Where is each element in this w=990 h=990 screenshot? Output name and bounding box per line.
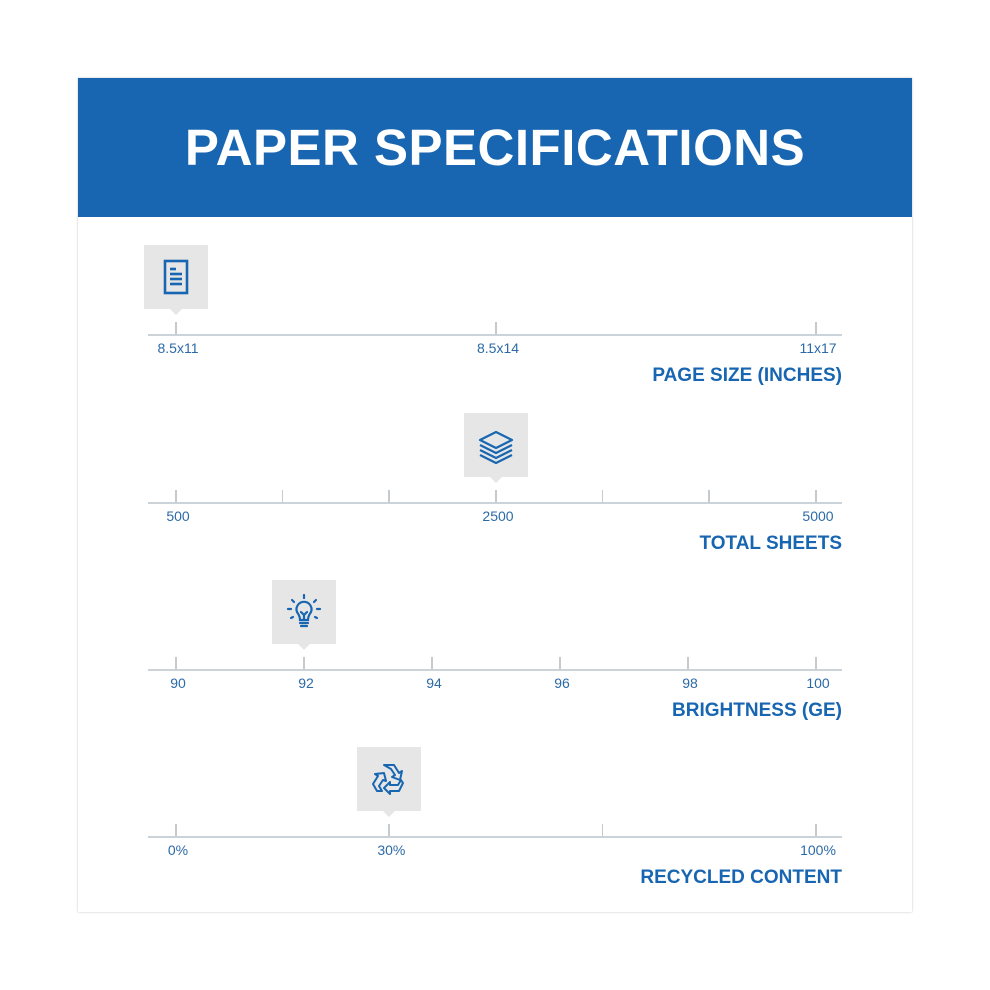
axis-tick: [708, 490, 710, 502]
page-title: PAPER SPECIFICATIONS: [184, 119, 806, 176]
scale-title: PAGE SIZE (INCHES): [652, 365, 842, 386]
scale-title: RECYCLED CONTENT: [640, 867, 842, 888]
tick-label: 98: [682, 675, 698, 691]
axis-tick: [281, 490, 284, 502]
axis-tick: [687, 657, 689, 669]
axis-tick: [175, 490, 177, 502]
spec-card: PAPER SPECIFICATIONS: [78, 78, 912, 912]
header-banner: PAPER SPECIFICATIONS: [78, 78, 912, 217]
scale-title: BRIGHTNESS (GE): [672, 700, 842, 721]
axis-tick: [559, 657, 561, 669]
axis-tick: [815, 824, 817, 836]
axis-tick: [601, 824, 604, 836]
tick-label: 8.5x11: [157, 340, 199, 356]
tick-label: 8.5x14: [476, 340, 520, 356]
tick-label: 5000: [802, 508, 834, 524]
selected-marker: [357, 747, 422, 817]
axis-line: [148, 836, 842, 838]
paper-stack-icon: [476, 425, 516, 465]
axis-tick: [601, 490, 604, 502]
axis-tick: [388, 490, 390, 502]
axis-tick: [815, 322, 817, 334]
document-icon: [156, 257, 196, 297]
selected-marker: [144, 245, 208, 315]
tick-label: 92: [298, 675, 314, 691]
axis-tick: [175, 824, 177, 836]
axis-line: [148, 502, 842, 504]
axis-line: [148, 334, 842, 336]
axis-tick: [815, 657, 817, 669]
tick-label: 94: [426, 675, 442, 691]
axis-tick: [495, 490, 497, 502]
tick-label: 90: [170, 675, 186, 691]
lightbulb-icon: [284, 592, 324, 632]
recycle-icon: [369, 759, 409, 799]
axis-tick: [388, 824, 390, 836]
axis-tick: [431, 657, 433, 669]
axis-tick: [495, 322, 497, 334]
axis-tick: [175, 322, 177, 334]
tick-label: 11x17: [799, 340, 837, 356]
axis-line: [148, 669, 842, 671]
tick-label: 30%: [377, 842, 406, 858]
axis-tick: [175, 657, 177, 669]
tick-label: 500: [166, 508, 190, 524]
tick-label: 100: [806, 675, 830, 691]
tick-label: 96: [554, 675, 570, 691]
axis-tick: [303, 657, 305, 669]
axis-tick: [815, 490, 817, 502]
tick-label: 100%: [800, 842, 836, 858]
selected-marker: [464, 413, 528, 483]
scale-title: TOTAL SHEETS: [699, 533, 842, 554]
tick-label: 2500: [482, 508, 514, 524]
tick-label: 0%: [167, 842, 189, 858]
selected-marker: [272, 580, 336, 650]
